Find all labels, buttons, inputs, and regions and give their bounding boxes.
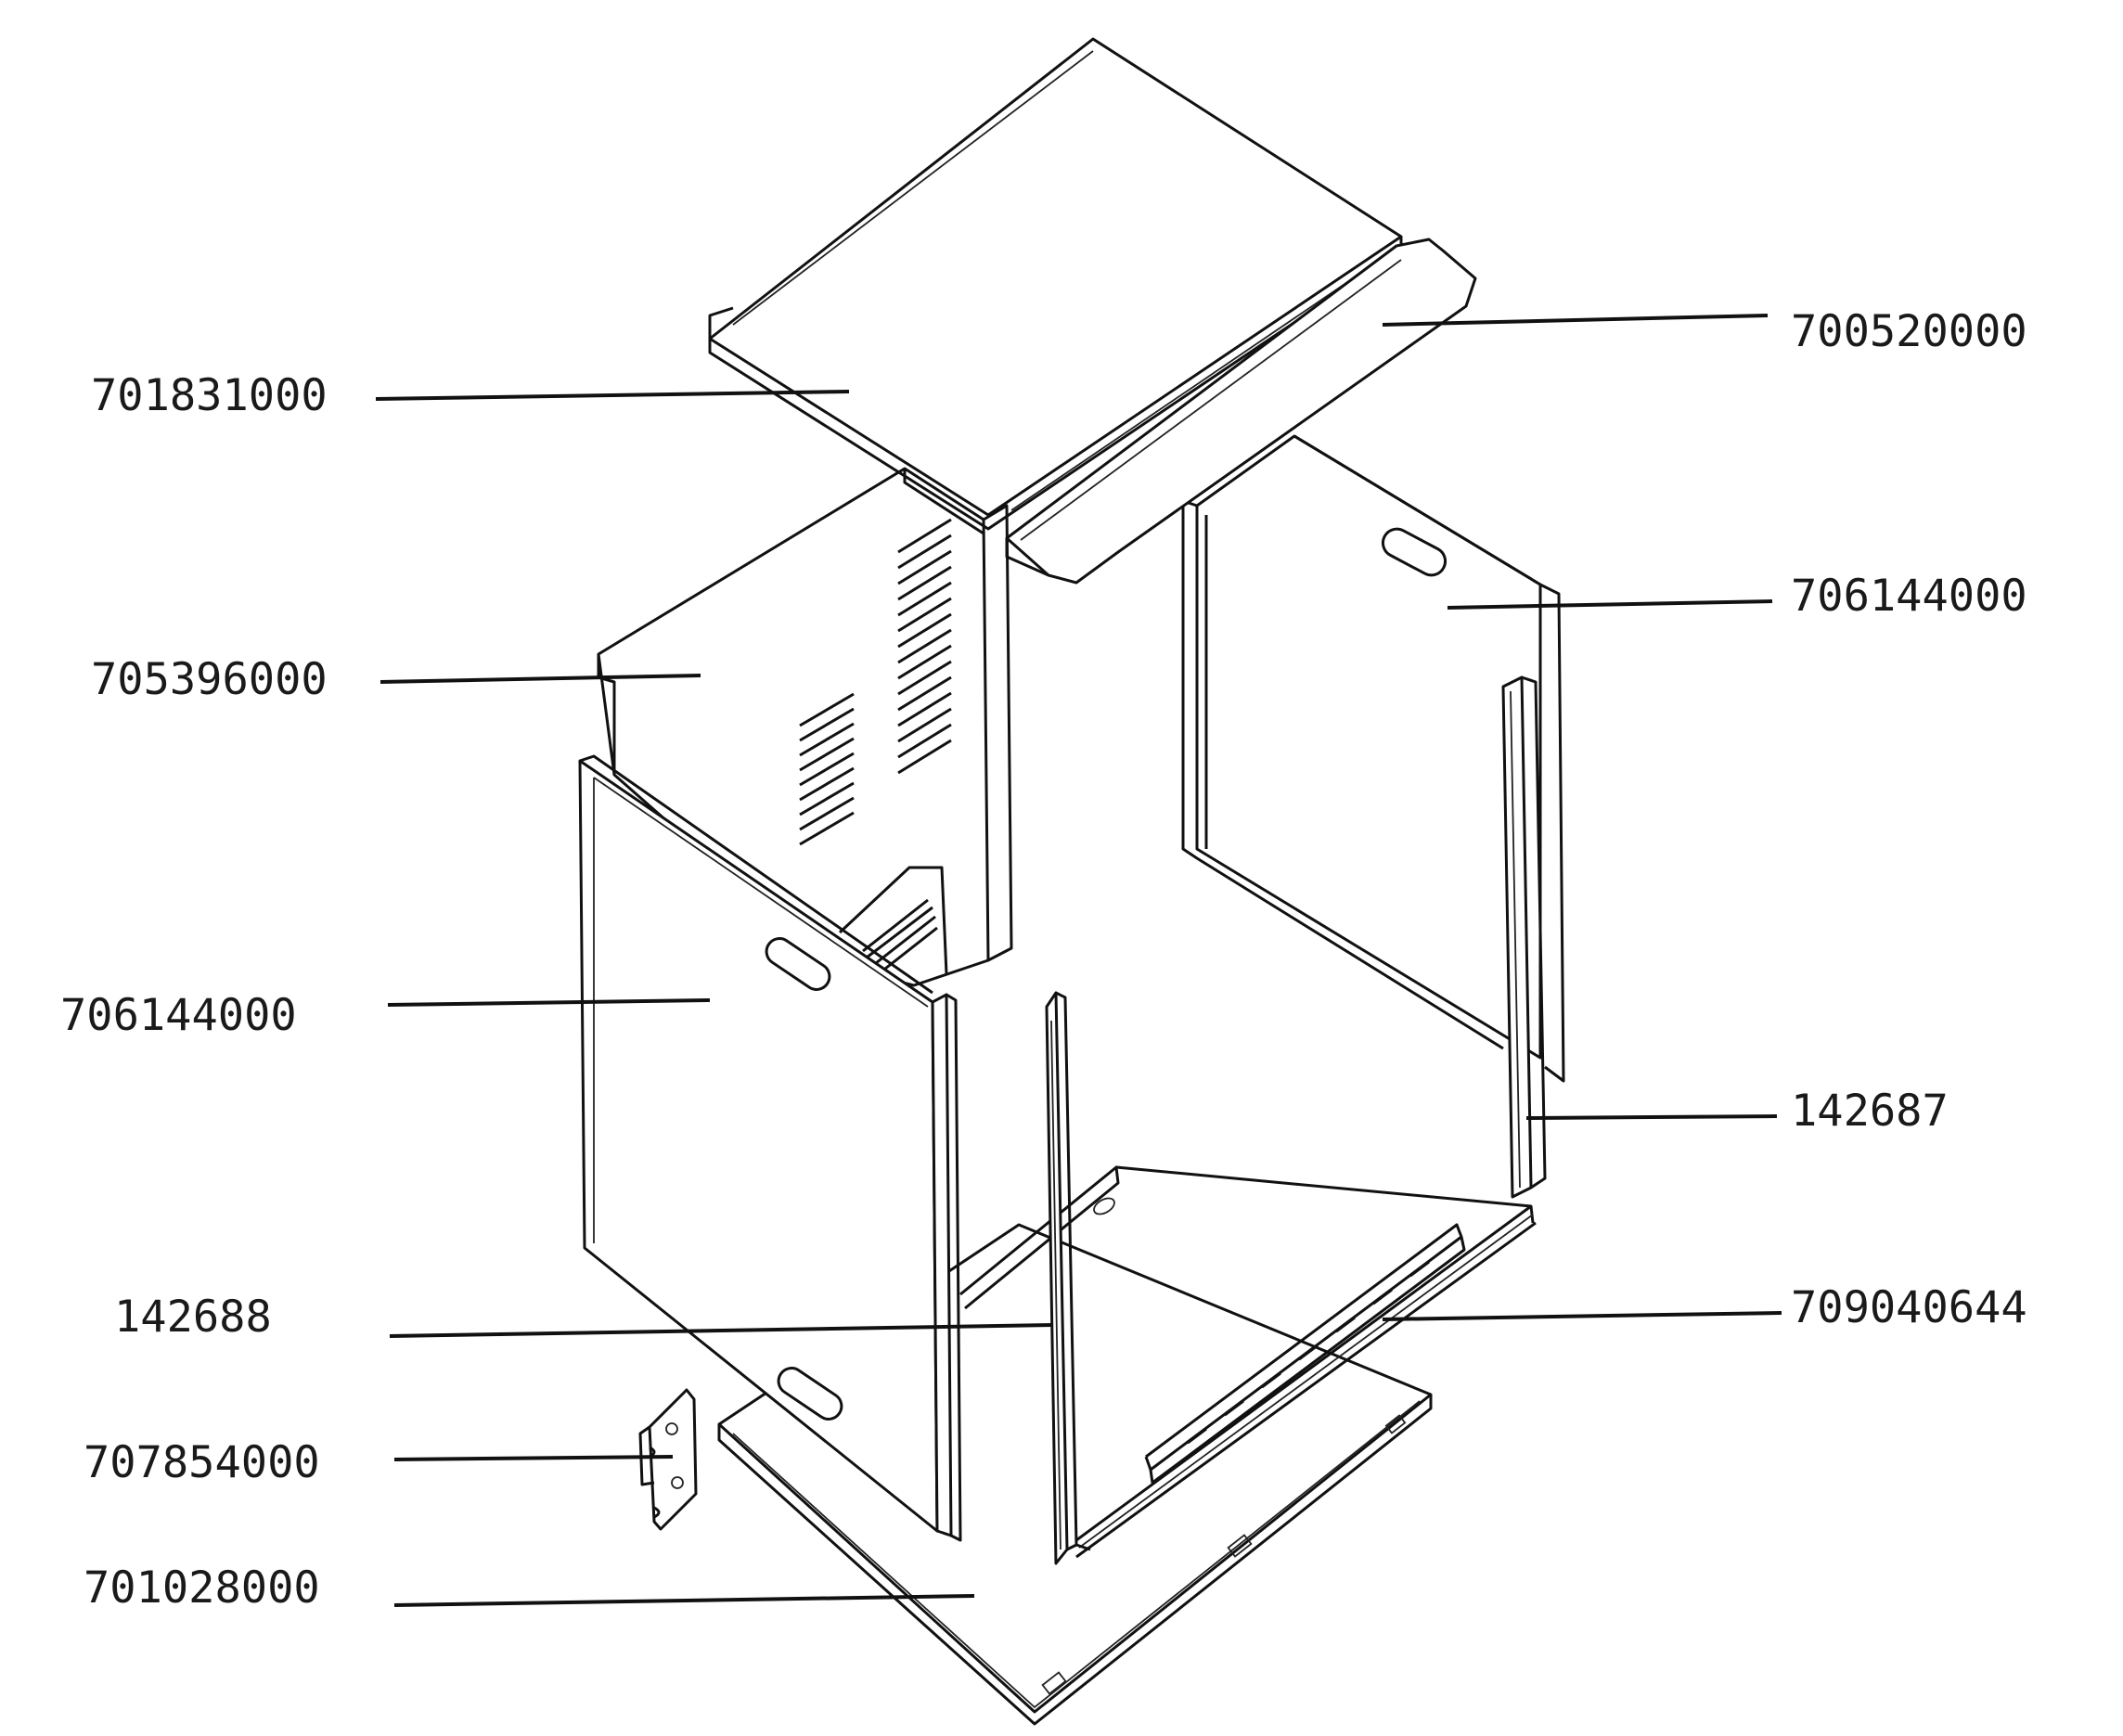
leader-left-side-panel bbox=[387, 998, 711, 1007]
leader-rear-strip bbox=[1382, 314, 1769, 327]
leader-back-panel bbox=[380, 674, 701, 684]
label-rear-strip: 700520000 bbox=[1791, 306, 2027, 357]
right-rail-part bbox=[1501, 675, 1547, 1199]
label-bracket: 707854000 bbox=[84, 1437, 320, 1488]
label-top-cover: 701831000 bbox=[91, 370, 328, 421]
slide-rail-part bbox=[1144, 1223, 1466, 1485]
leader-top-cover bbox=[375, 390, 850, 401]
leader-slide-rail bbox=[1382, 1311, 1782, 1321]
leader-right-side-panel bbox=[1447, 599, 1773, 610]
label-right-side-panel: 706144000 bbox=[1791, 571, 2027, 622]
rear-strip-part bbox=[1005, 238, 1477, 585]
left-side-panel-part bbox=[578, 754, 962, 1542]
bracket-part bbox=[638, 1388, 698, 1531]
floor-frame bbox=[959, 1165, 1537, 1559]
label-left-side-panel: 706144000 bbox=[60, 990, 297, 1041]
label-left-rail: 142688 bbox=[114, 1292, 272, 1343]
label-back-panel: 705396000 bbox=[91, 654, 328, 705]
leader-right-rail bbox=[1525, 1114, 1778, 1120]
label-base-plate: 701028000 bbox=[84, 1562, 320, 1614]
label-slide-rail: 709040644 bbox=[1791, 1282, 2027, 1333]
label-right-rail: 142687 bbox=[1791, 1086, 1949, 1137]
left-rail-part bbox=[1045, 991, 1091, 1565]
back-panel-part bbox=[597, 467, 1013, 987]
leader-bracket bbox=[393, 1455, 674, 1461]
leader-base-plate bbox=[393, 1594, 975, 1607]
leader-left-rail bbox=[389, 1323, 1054, 1338]
